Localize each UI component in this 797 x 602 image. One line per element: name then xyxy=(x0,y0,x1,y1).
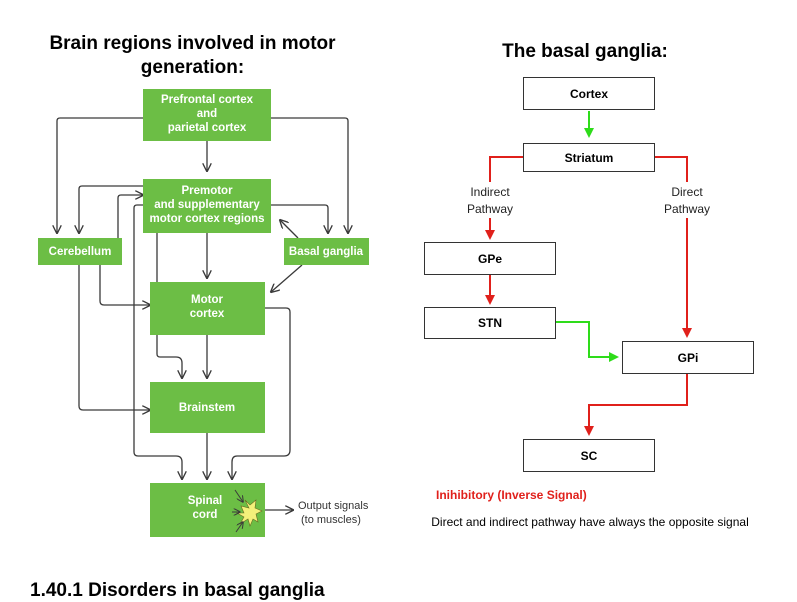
striatum-label: Striatum xyxy=(565,151,614,165)
inhibitory-legend: Inihibitory (Inverse Signal) xyxy=(436,488,587,502)
indirect-pathway-line-2: Pathway xyxy=(467,202,513,216)
prefrontal-to-basal-ganglia-arrow xyxy=(271,117,348,233)
motor-line-1: Motor xyxy=(191,294,223,306)
premotor-line-1: Premotor xyxy=(181,185,233,197)
cerebellum-to-motor-arrow xyxy=(99,265,150,305)
direct-pathway-line-1: Direct xyxy=(671,185,703,199)
premotor-line-3: motor cortex regions xyxy=(149,213,264,225)
left-title-line-1: Brain regions involved in motor xyxy=(49,33,336,54)
basal-ganglia-to-motor-arrow xyxy=(271,264,303,292)
section-heading: 1.40.1 Disorders in basal ganglia xyxy=(30,580,325,601)
right-connectors xyxy=(485,111,692,436)
gpi-box: GPi xyxy=(622,341,754,374)
premotor-to-cerebellum-arrow xyxy=(79,185,143,233)
left-title-line-2: generation: xyxy=(140,57,245,78)
output-signals-line-2: (to muscles) xyxy=(301,514,361,526)
indirect-pathway-line-1: Indirect xyxy=(470,185,510,199)
cerebellum-label: Cerebellum xyxy=(49,246,112,258)
left-diagram-title: Brain regions involved in motor generati… xyxy=(0,32,385,80)
prefrontal-line-2: and xyxy=(197,108,217,120)
gpi-to-sc-arrow xyxy=(584,374,688,436)
output-signals-line-1: Output signals xyxy=(298,500,369,512)
right-diagram-title: The basal ganglia: xyxy=(502,41,668,62)
premotor-to-brainstem-arrow xyxy=(156,233,182,378)
gpe-box: GPe xyxy=(424,242,556,275)
stn-to-gpi-arrow xyxy=(555,321,619,362)
gpi-label: GPi xyxy=(678,351,699,365)
brainstem-label: Brainstem xyxy=(179,402,235,414)
sc-box: SC xyxy=(523,439,655,472)
stn-box: STN xyxy=(424,307,556,339)
pathway-note: Direct and indirect pathway have always … xyxy=(431,515,749,529)
premotor-to-spinal-arrow xyxy=(133,204,182,479)
cortex-label: Cortex xyxy=(570,87,608,101)
spinal-line-1: Spinal xyxy=(188,495,223,507)
premotor-to-basal-ganglia-arrow xyxy=(271,204,328,233)
striatum-to-gpi-arrow xyxy=(655,156,692,338)
prefrontal-to-cerebellum-arrow xyxy=(57,117,143,233)
prefrontal-line-1: Prefrontal cortex xyxy=(161,94,254,106)
gpe-label: GPe xyxy=(478,252,502,266)
cortex-box: Cortex xyxy=(523,77,655,110)
cerebellum-to-premotor-arrow xyxy=(117,195,143,238)
basal-ganglia-label: Basal ganglia xyxy=(289,246,364,258)
striatum-box: Striatum xyxy=(523,143,655,172)
premotor-box: Premotor and supplementary motor cortex … xyxy=(143,179,271,233)
prefrontal-line-3: parietal cortex xyxy=(168,122,247,134)
spinal-cord-box: Spinal cord xyxy=(150,483,265,537)
stn-label: STN xyxy=(478,316,502,330)
left-connectors xyxy=(57,117,348,510)
motor-to-spinal-arrow xyxy=(232,307,291,479)
sc-label: SC xyxy=(581,449,598,463)
basal-ganglia-box: Basal ganglia xyxy=(284,238,369,265)
prefrontal-box: Prefrontal cortex and parietal cortex xyxy=(143,89,271,141)
cerebellum-to-brainstem-arrow xyxy=(78,265,150,410)
cerebellum-box: Cerebellum xyxy=(38,238,122,265)
premotor-line-2: and supplementary xyxy=(154,199,260,211)
neuron-icon xyxy=(232,489,263,533)
basal-ganglia-to-premotor-arrow xyxy=(280,220,299,239)
motor-cortex-box: Motor cortex xyxy=(150,282,265,335)
direct-pathway-line-2: Pathway xyxy=(664,202,710,216)
brainstem-box: Brainstem xyxy=(150,382,265,433)
motor-line-2: cortex xyxy=(190,308,225,320)
spinal-line-2: cord xyxy=(193,509,218,521)
